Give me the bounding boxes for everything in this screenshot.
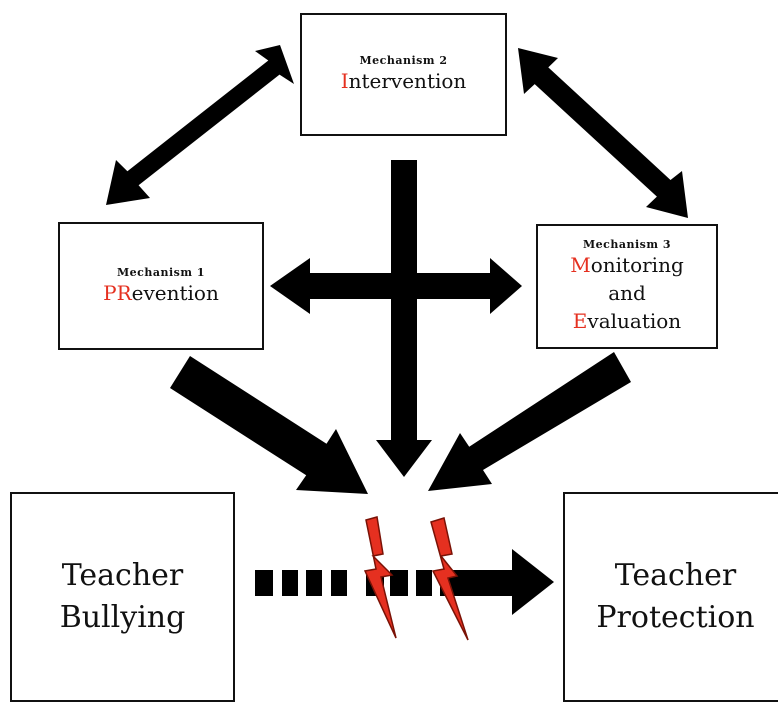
mechanism-1-box: Mechanism 1 PRevention	[58, 222, 264, 350]
lightning-bolt-icon	[430, 517, 469, 641]
mechanism-3-line3-rest: valuation	[587, 309, 682, 333]
teacher-protection-box: Teacher Protection	[563, 492, 778, 702]
down-arrow-monitoring	[428, 352, 631, 491]
teacher-bullying-box: Teacher Bullying	[10, 492, 235, 702]
mechanism-1-title: PRevention	[103, 279, 219, 307]
mechanism-2-title: Intervention	[341, 67, 467, 95]
lightning-bolt-icon	[363, 516, 397, 639]
down-arrow-intervention	[376, 160, 432, 477]
dashed-arrow	[255, 549, 554, 615]
mechanism-3-line3: Evaluation	[573, 307, 681, 335]
mechanism-1-initial: PR	[103, 280, 132, 305]
mechanism-1-label: Mechanism 1	[117, 265, 205, 279]
double-arrow-m2-m3	[518, 48, 688, 218]
teacher-bullying-line2: Bullying	[59, 600, 186, 635]
mechanism-2-rest: ntervention	[348, 69, 467, 93]
double-arrow-m1-m3	[270, 258, 522, 314]
teacher-protection-line1: Teacher	[614, 558, 737, 593]
mechanism-1-rest: evention	[131, 280, 219, 305]
mechanism-2-initial: I	[340, 69, 349, 93]
teacher-bullying-line1: Teacher	[61, 558, 184, 593]
mechanism-3-initial-e: E	[572, 309, 588, 333]
mechanism-3-box: Mechanism 3 Monitoring and Evaluation	[536, 224, 718, 349]
mechanism-2-box: Mechanism 2 Intervention	[300, 13, 507, 136]
mechanism-3-line2: and	[608, 281, 646, 305]
mechanism-3-line1-rest: onitoring	[590, 253, 684, 277]
diagram-canvas	[106, 45, 688, 641]
mechanism-3-label: Mechanism 3	[583, 238, 671, 251]
double-arrow-m2-m1	[106, 45, 294, 205]
teacher-protection-line2: Protection	[596, 600, 755, 635]
down-arrow-prevention	[170, 356, 368, 494]
mechanism-3-line1: Monitoring	[570, 251, 684, 279]
mechanism-2-label: Mechanism 2	[359, 54, 448, 67]
mechanism-3-initial-m: M	[570, 253, 591, 277]
